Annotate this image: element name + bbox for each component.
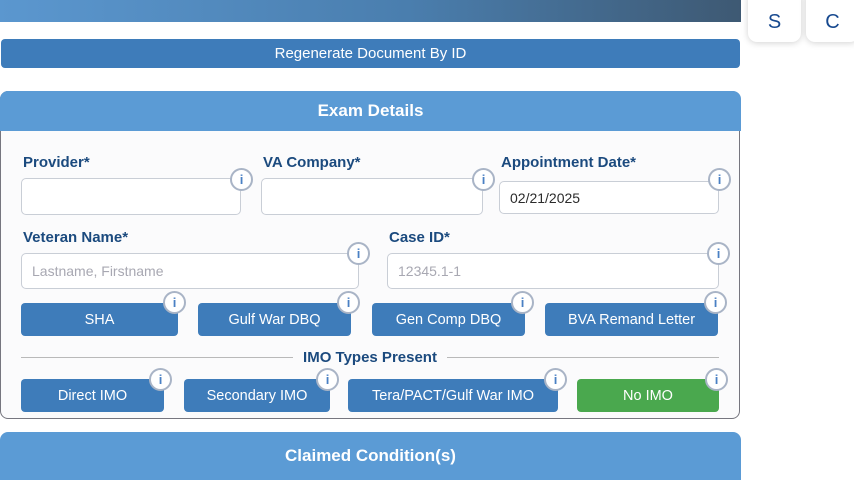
- imo-types-divider: IMO Types Present: [21, 347, 719, 367]
- info-icon[interactable]: i: [316, 368, 339, 391]
- provider-input[interactable]: [21, 178, 241, 215]
- info-icon[interactable]: i: [337, 291, 360, 314]
- case-id-input[interactable]: [387, 253, 719, 289]
- info-icon[interactable]: i: [544, 368, 567, 391]
- direct-imo-button[interactable]: Direct IMO: [21, 379, 164, 412]
- info-icon[interactable]: i: [707, 242, 730, 265]
- floating-button-c[interactable]: C: [806, 0, 854, 42]
- no-imo-button[interactable]: No IMO: [577, 379, 719, 412]
- info-icon[interactable]: i: [708, 168, 731, 191]
- case-id-label: Case ID*: [389, 229, 450, 246]
- imo-types-label: IMO Types Present: [303, 348, 437, 366]
- divider-line: [446, 356, 719, 358]
- veteran-name-input[interactable]: [21, 253, 359, 289]
- gulf-war-dbq-button[interactable]: Gulf War DBQ: [198, 303, 351, 336]
- info-icon[interactable]: i: [163, 291, 186, 314]
- info-icon[interactable]: i: [511, 291, 534, 314]
- floating-button-s[interactable]: S: [748, 0, 801, 42]
- va-company-label: VA Company*: [263, 154, 361, 171]
- exam-details-header: Exam Details: [0, 91, 741, 131]
- secondary-imo-button[interactable]: Secondary IMO: [184, 379, 330, 412]
- info-icon[interactable]: i: [347, 242, 370, 265]
- appointment-date-label: Appointment Date*: [501, 154, 636, 171]
- info-icon[interactable]: i: [705, 368, 728, 391]
- sha-button[interactable]: SHA: [21, 303, 178, 336]
- info-icon[interactable]: i: [149, 368, 172, 391]
- info-icon[interactable]: i: [704, 291, 727, 314]
- provider-label: Provider*: [23, 154, 90, 171]
- appointment-date-input[interactable]: [499, 181, 719, 214]
- exam-details-panel: Exam Details Provider* VA Company* Appoi…: [0, 91, 741, 419]
- claimed-conditions-header: Claimed Condition(s): [0, 432, 741, 480]
- top-nav-bar: [0, 0, 741, 22]
- veteran-name-label: Veteran Name*: [23, 229, 129, 246]
- info-icon[interactable]: i: [230, 168, 253, 191]
- bva-remand-letter-button[interactable]: BVA Remand Letter: [545, 303, 718, 336]
- regenerate-document-button[interactable]: Regenerate Document By ID: [1, 39, 740, 68]
- info-icon[interactable]: i: [472, 168, 495, 191]
- tera-pact-gulf-war-imo-button[interactable]: Tera/PACT/Gulf War IMO: [348, 379, 558, 412]
- gen-comp-dbq-button[interactable]: Gen Comp DBQ: [372, 303, 525, 336]
- divider-line: [21, 356, 294, 358]
- va-company-input[interactable]: [261, 178, 483, 215]
